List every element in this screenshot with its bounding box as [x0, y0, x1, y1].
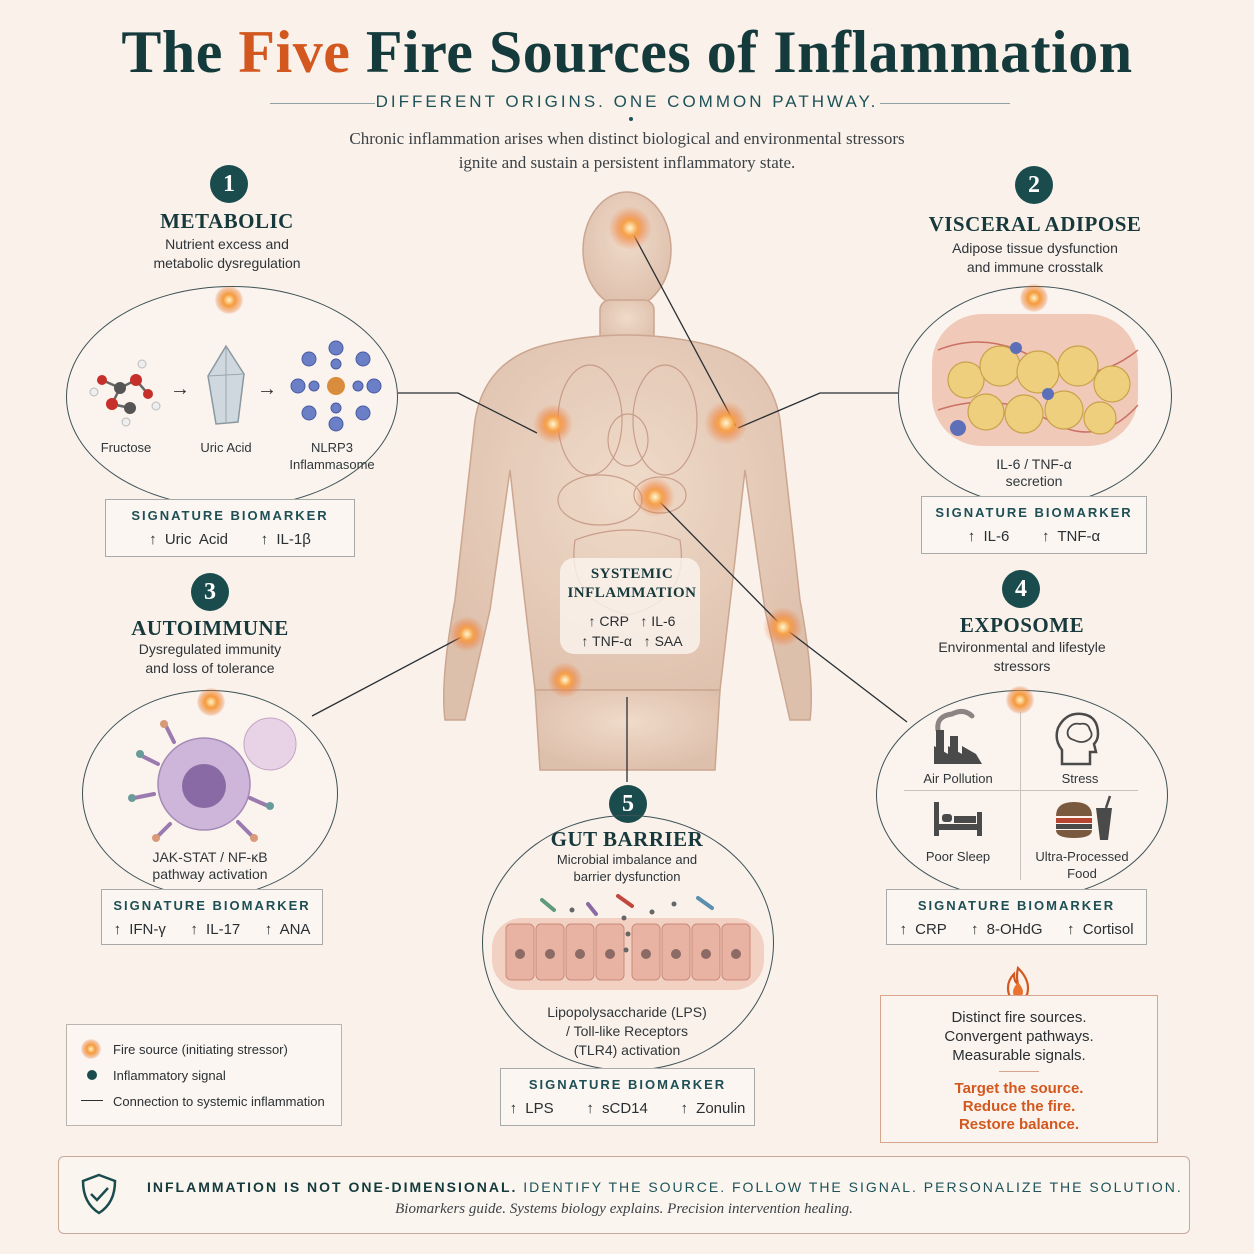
biomarker-values: ↑ IFN-γ ↑ IL-17 ↑ ANA [113, 921, 311, 938]
summary-box: Distinct fire sources.Convergent pathway… [880, 995, 1158, 1143]
arrow-icon: → [257, 378, 277, 400]
fire-icon [81, 1039, 101, 1059]
autoimmune-biomarker-box: SIGNATURE BIOMARKER ↑ IFN-γ ↑ IL-17 ↑ AN… [101, 889, 323, 945]
section-number-3: 3 [191, 573, 229, 611]
brain-head-icon [1055, 712, 1100, 766]
summary-divider [999, 1071, 1039, 1072]
signal-dot-icon [87, 1070, 97, 1080]
exposome-circle [876, 690, 1168, 900]
section-number-4: 4 [1002, 570, 1040, 608]
exposome-title: EXPOSOME [959, 613, 1085, 637]
biomarker-values: ↑ IL-6 ↑ TNF-α [967, 528, 1101, 545]
flame-icon [1006, 966, 1030, 1002]
biomarker-label: SIGNATURE BIOMARKER [917, 898, 1116, 913]
summary-cta: Target the source.Reduce the fire.Restor… [954, 1080, 1084, 1133]
intro-text: Chronic inflammation arises when distinc… [349, 129, 905, 172]
visceral-title: VISCERAL ADIPOSE [928, 212, 1142, 236]
stress-label: Stress [1061, 771, 1099, 786]
footer-message: INFLAMMATION IS NOT ONE-DIMENSIONAL. IDE… [147, 1179, 1183, 1195]
legend-signal: Inflammatory signal [113, 1068, 226, 1083]
fire-icon [1020, 284, 1048, 312]
biomarker-values: ↑ LPS ↑ sCD14 ↑ Zonulin [509, 1100, 746, 1117]
arrow-icon: → [170, 378, 190, 400]
quadrant-divider-v [1020, 712, 1021, 880]
fire-icon [1006, 686, 1034, 714]
legend-connection: Connection to systemic inflammation [113, 1094, 325, 1109]
uric-acid-crystal-icon [207, 344, 245, 425]
connection-line-icon [81, 1100, 103, 1101]
subtitle-dot [629, 117, 633, 121]
visceral-biomarker-box: SIGNATURE BIOMARKER ↑ IL-6 ↑ TNF-α [921, 496, 1147, 554]
biomarker-label: SIGNATURE BIOMARKER [131, 508, 329, 523]
metabolic-title: METABOLIC [160, 209, 294, 233]
immune-cell-icon [128, 717, 297, 842]
intestinal-epithelium-icon [492, 894, 764, 990]
biomarker-values: ↑ CRP ↑ 8-OHdG ↑ Cortisol [899, 921, 1134, 938]
section-number-2: 2 [1015, 166, 1053, 204]
biomarker-label: SIGNATURE BIOMARKER [528, 1077, 727, 1092]
fire-icon [197, 688, 225, 716]
page-title: The Five Fire Sources of Inflammation [121, 19, 1133, 85]
biomarker-label: SIGNATURE BIOMARKER [935, 505, 1133, 520]
adipose-tissue-icon [932, 314, 1139, 446]
autoimmune-title: AUTOIMMUNE [131, 616, 289, 640]
subtitle: DIFFERENT ORIGINS. ONE COMMON PATHWAY. [375, 92, 879, 111]
section-number-1: 1 [210, 165, 248, 203]
systemic-markers: ↑ CRP ↑ IL-6↑ TNF-α ↑ SAA [581, 613, 683, 649]
metabolic-biomarker-box: SIGNATURE BIOMARKER ↑ Uric Acid ↑ IL-1β [105, 499, 355, 557]
poor-sleep-label: Poor Sleep [925, 849, 991, 864]
fructose-label: Fructose [100, 440, 152, 455]
subtitle-rule-left [270, 103, 375, 104]
gut-biomarker-box: SIGNATURE BIOMARKER ↑ LPS ↑ sCD14 ↑ Zonu… [500, 1068, 755, 1126]
biomarker-values: ↑ Uric Acid ↑ IL-1β [149, 531, 311, 548]
exposome-biomarker-box: SIGNATURE BIOMARKER ↑ CRP ↑ 8-OHdG ↑ Cor… [886, 889, 1147, 945]
fructose-molecule-icon [89, 359, 161, 427]
fire-icon [215, 286, 243, 314]
summary-text: Distinct fire sources.Convergent pathway… [944, 1009, 1094, 1064]
factory-icon [934, 708, 982, 764]
uric-acid-label: Uric Acid [200, 440, 252, 455]
legend-fire: Fire source (initiating stressor) [113, 1042, 288, 1057]
gut-caption: Lipopolysaccharide (LPS)/ Toll-like Rece… [547, 1004, 707, 1058]
footer-tagline: Biomarkers guide. Systems biology explai… [395, 1201, 853, 1217]
biomarker-label: SIGNATURE BIOMARKER [113, 898, 311, 913]
shield-check-icon [81, 1173, 117, 1215]
burger-drink-icon [1056, 795, 1112, 840]
subtitle-rule-right [880, 103, 1010, 104]
nlrp3-inflammasome-icon [290, 340, 382, 432]
air-pollution-label: Air Pollution [923, 771, 993, 786]
title-accent: Five [238, 19, 351, 85]
legend: Fire source (initiating stressor) Inflam… [66, 1024, 342, 1126]
quadrant-divider-h [904, 790, 1138, 791]
bed-icon [934, 802, 982, 836]
footer-banner: INFLAMMATION IS NOT ONE-DIMENSIONAL. IDE… [58, 1156, 1190, 1234]
